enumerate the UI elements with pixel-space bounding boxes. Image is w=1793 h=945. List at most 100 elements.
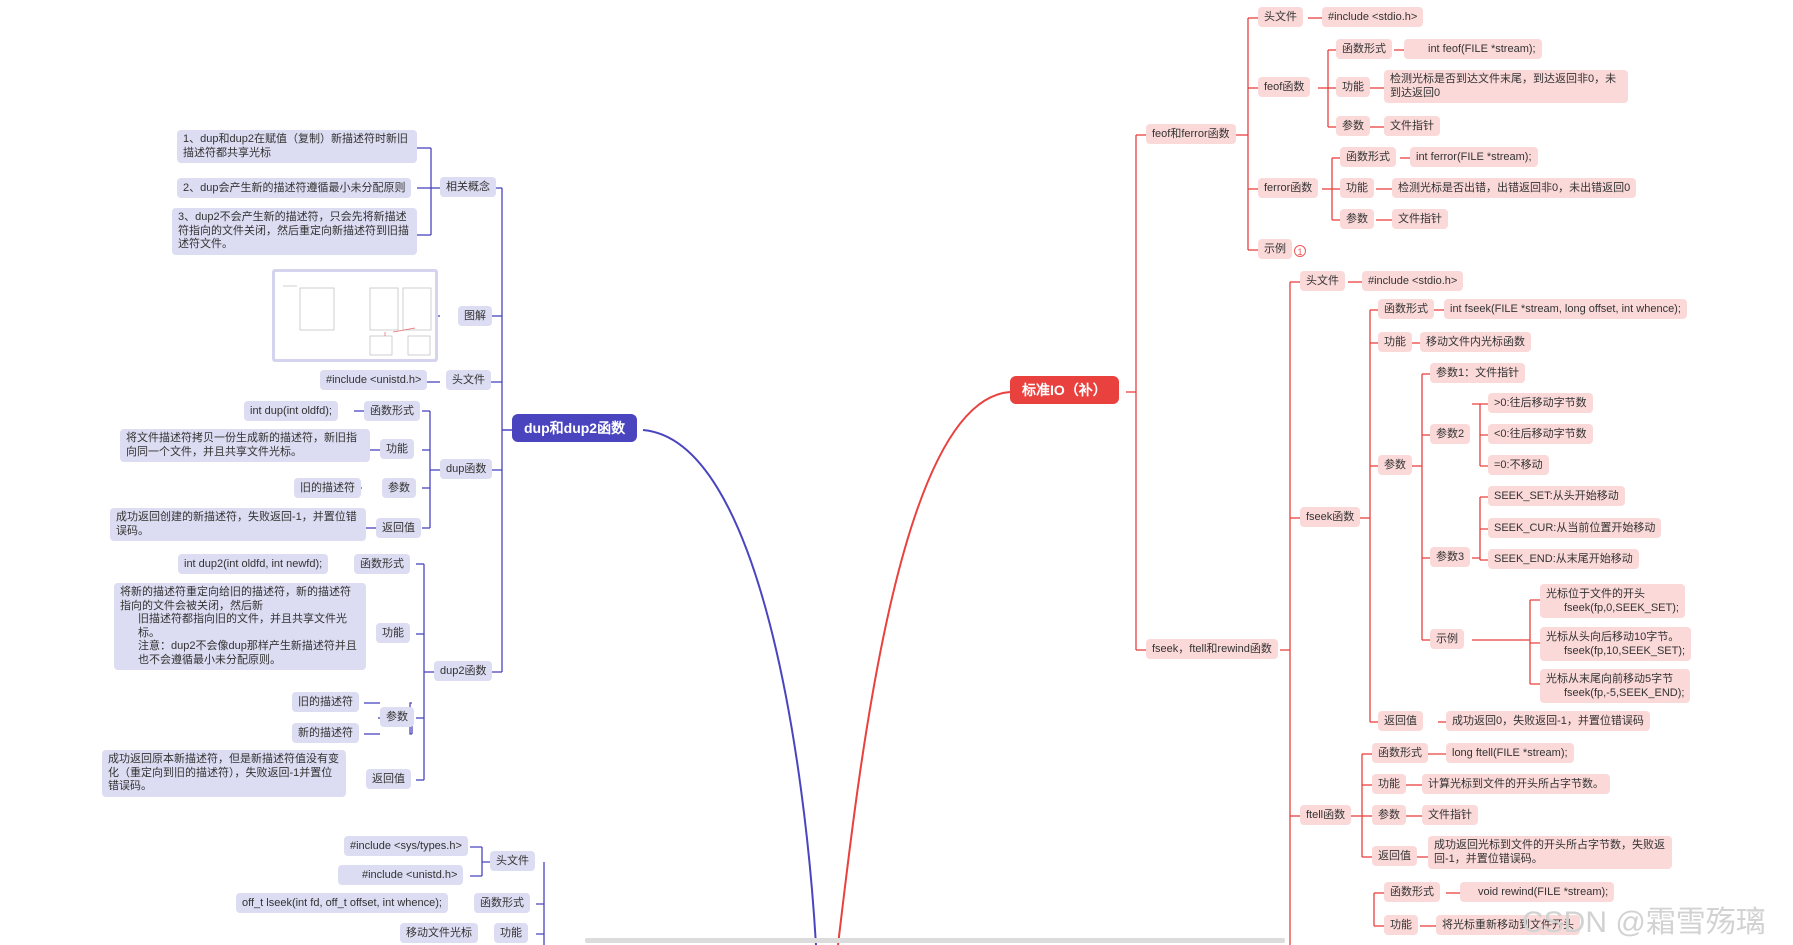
fseek-p2-positive[interactable]: >0:往后移动字节数 <box>1488 393 1593 413</box>
ferror-form-label[interactable]: 函数形式 <box>1340 147 1396 167</box>
fseek-p3-seek-set[interactable]: SEEK_SET:从头开始移动 <box>1488 486 1625 506</box>
feof-param[interactable]: 文件指针 <box>1384 116 1440 136</box>
fseek-example-2-code: fseek(fp,10,SEEK_SET); <box>1564 645 1686 657</box>
dup2-func-label[interactable]: 功能 <box>376 623 410 643</box>
ftell-func[interactable]: 计算光标到文件的开头所占字节数。 <box>1422 774 1610 794</box>
node-feof[interactable]: feof函数 <box>1258 77 1311 97</box>
fseek-param-3-label[interactable]: 参数3 <box>1430 547 1471 567</box>
fseek-header-label[interactable]: 头文件 <box>1300 271 1345 291</box>
node-dup[interactable]: dup函数 <box>440 459 493 479</box>
ftell-param-label[interactable]: 参数 <box>1372 805 1406 825</box>
watermark: CSDN @霜雪殇璃 <box>1522 906 1766 939</box>
lseek-form[interactable]: off_t lseek(int fd, off_t offset, int wh… <box>236 893 448 913</box>
dup-form[interactable]: int dup(int oldfd); <box>244 401 338 421</box>
node-feof-ferror[interactable]: feof和ferror函数 <box>1146 124 1236 144</box>
dup2-ret-label[interactable]: 返回值 <box>366 769 411 789</box>
ftell-func-label[interactable]: 功能 <box>1372 774 1406 794</box>
lseek-header-1[interactable]: #include <sys/types.h> <box>344 836 468 856</box>
lseek-header-label[interactable]: 头文件 <box>490 851 535 871</box>
fseek-example-3-code: fseek(fp,-5,SEEK_END); <box>1564 687 1685 699</box>
fseek-form-label[interactable]: 函数形式 <box>1378 299 1434 319</box>
rewind-form-label[interactable]: 函数形式 <box>1384 882 1440 902</box>
fseek-header[interactable]: #include <stdio.h> <box>1362 271 1464 291</box>
fseek-form[interactable]: int fseek(FILE *stream, long offset, int… <box>1444 299 1687 319</box>
dup-func-label[interactable]: 功能 <box>380 439 414 459</box>
ftell-ret-label[interactable]: 返回值 <box>1372 846 1417 866</box>
ferror-param[interactable]: 文件指针 <box>1392 209 1448 229</box>
lseek-form-label[interactable]: 函数形式 <box>474 893 530 913</box>
dup-param-label[interactable]: 参数 <box>382 478 416 498</box>
fseek-param-2-label[interactable]: 参数2 <box>1430 424 1471 444</box>
collapsed-count-badge[interactable]: 1 <box>1294 245 1306 257</box>
feof-form-label[interactable]: 函数形式 <box>1336 39 1392 59</box>
node-example[interactable]: 示例 <box>1258 239 1292 259</box>
fseek-ret[interactable]: 成功返回0，失败返回-1，并置位错误码 <box>1446 711 1650 731</box>
fseek-example-1[interactable]: 光标位于文件的开头 fseek(fp,0,SEEK_SET); <box>1540 584 1685 618</box>
lseek-header-2[interactable]: #include <unistd.h> <box>338 865 464 885</box>
node-ferror[interactable]: ferror函数 <box>1258 178 1319 198</box>
header-value[interactable]: #include <unistd.h> <box>320 370 428 390</box>
feof-header-label[interactable]: 头文件 <box>1258 7 1303 27</box>
fseek-param-label[interactable]: 参数 <box>1378 455 1412 475</box>
diagram-image[interactable] <box>272 269 438 362</box>
main-topic-dup-dup2[interactable]: dup和dup2函数 <box>512 414 638 442</box>
dup2-form[interactable]: int dup2(int oldfd, int newfd); <box>178 554 329 574</box>
fseek-ret-label[interactable]: 返回值 <box>1378 711 1423 731</box>
ftell-form-label[interactable]: 函数形式 <box>1372 743 1428 763</box>
fseek-p2-negative[interactable]: <0:往后移动字节数 <box>1488 424 1593 444</box>
dup-form-label[interactable]: 函数形式 <box>364 401 420 421</box>
concept-item-2[interactable]: 2、dup会产生新的描述符遵循最小未分配原则 <box>177 178 412 198</box>
dup-ret-label[interactable]: 返回值 <box>376 518 421 538</box>
dup2-form-label[interactable]: 函数形式 <box>354 554 410 574</box>
node-dup2[interactable]: dup2函数 <box>434 661 493 681</box>
feof-func-label[interactable]: 功能 <box>1336 77 1370 97</box>
fseek-example-2[interactable]: 光标从头向后移动10字节。 fseek(fp,10,SEEK_SET); <box>1540 627 1692 661</box>
ferror-form[interactable]: int ferror(FILE *stream); <box>1410 147 1538 167</box>
node-fseek-group[interactable]: fseek，ftell和rewind函数 <box>1146 639 1278 659</box>
diagram-thumbnail-icon <box>283 285 432 356</box>
node-header[interactable]: 头文件 <box>446 370 491 390</box>
rewind-func-label[interactable]: 功能 <box>1384 915 1418 935</box>
fseek-p3-seek-end[interactable]: SEEK_END:从末尾开始移动 <box>1488 549 1639 569</box>
main-topic-standard-io[interactable]: 标准IO（补） <box>1010 376 1119 404</box>
fseek-example-3-desc: 光标从末尾向前移动5字节 <box>1546 673 1674 685</box>
dup2-func-line-2: 旧描述符都指向旧的文件，并且共享文件光标。 <box>138 613 347 639</box>
ferror-func[interactable]: 检测光标是否出错，出错返回非0，未出错返回0 <box>1392 178 1637 198</box>
fseek-func[interactable]: 移动文件内光标函数 <box>1420 332 1531 352</box>
feof-func[interactable]: 检测光标是否到达文件末尾，到达返回非0，未到达返回0 <box>1384 70 1628 103</box>
fseek-example-label[interactable]: 示例 <box>1430 629 1464 649</box>
ftell-form[interactable]: long ftell(FILE *stream); <box>1446 743 1574 763</box>
concept-item-3[interactable]: 3、dup2不会产生新的描述符，只会先将新描述符指向的文件关闭，然后重定向新描述… <box>172 208 417 255</box>
ferror-func-label[interactable]: 功能 <box>1340 178 1374 198</box>
fseek-p3-seek-cur[interactable]: SEEK_CUR:从当前位置开始移动 <box>1488 518 1662 538</box>
feof-header[interactable]: #include <stdio.h> <box>1322 7 1424 27</box>
dup2-func-line-3: 注意：dup2不会像dup那样产生新描述符并且也不会遵循最小未分配原则。 <box>138 640 357 666</box>
node-concepts[interactable]: 相关概念 <box>440 177 496 197</box>
concept-item-1[interactable]: 1、dup和dup2在赋值（复制）新描述符时新旧描述符都共享光标 <box>177 130 417 163</box>
fseek-func-label[interactable]: 功能 <box>1378 332 1412 352</box>
dup2-func[interactable]: 将新的描述符重定向给旧的描述符，新的描述符指向的文件会被关闭，然后新 旧描述符都… <box>114 583 366 670</box>
lseek-func[interactable]: 移动文件光标 <box>400 923 478 943</box>
rewind-func[interactable]: 将光标重新移动到文件开头 <box>1436 915 1580 935</box>
dup-ret[interactable]: 成功返回创建的新描述符，失败返回-1，并置位错误码。 <box>110 508 366 541</box>
fseek-param-1[interactable]: 参数1：文件指针 <box>1430 363 1526 383</box>
ftell-param[interactable]: 文件指针 <box>1422 805 1478 825</box>
fseek-example-3[interactable]: 光标从末尾向前移动5字节 fseek(fp,-5,SEEK_END); <box>1540 669 1691 703</box>
horizontal-scrollbar[interactable] <box>585 938 1285 943</box>
dup2-param-label[interactable]: 参数 <box>380 707 414 727</box>
dup-func[interactable]: 将文件描述符拷贝一份生成新的描述符，新旧指向同一个文件，并且共享文件光标。 <box>120 429 370 462</box>
dup-param[interactable]: 旧的描述符 <box>294 478 361 498</box>
dup2-ret[interactable]: 成功返回原本新描述符，但是新描述符值没有变化（重定向到旧的描述符），失败返回-1… <box>102 750 346 797</box>
fseek-p2-zero[interactable]: =0:不移动 <box>1488 455 1549 475</box>
ftell-ret[interactable]: 成功返回光标到文件的开头所占字节数，失败返回-1，并置位错误码。 <box>1428 836 1672 869</box>
node-diagram[interactable]: 图解 <box>458 306 492 326</box>
feof-form[interactable]: int feof(FILE *stream); <box>1404 39 1542 59</box>
node-ftell[interactable]: ftell函数 <box>1300 805 1352 825</box>
feof-param-label[interactable]: 参数 <box>1336 116 1370 136</box>
node-fseek[interactable]: fseek函数 <box>1300 507 1361 527</box>
ferror-param-label[interactable]: 参数 <box>1340 209 1374 229</box>
lseek-func-label[interactable]: 功能 <box>494 923 528 943</box>
rewind-form[interactable]: void rewind(FILE *stream); <box>1460 882 1615 902</box>
dup2-param-new[interactable]: 新的描述符 <box>292 723 359 743</box>
dup2-param-old[interactable]: 旧的描述符 <box>292 692 359 712</box>
